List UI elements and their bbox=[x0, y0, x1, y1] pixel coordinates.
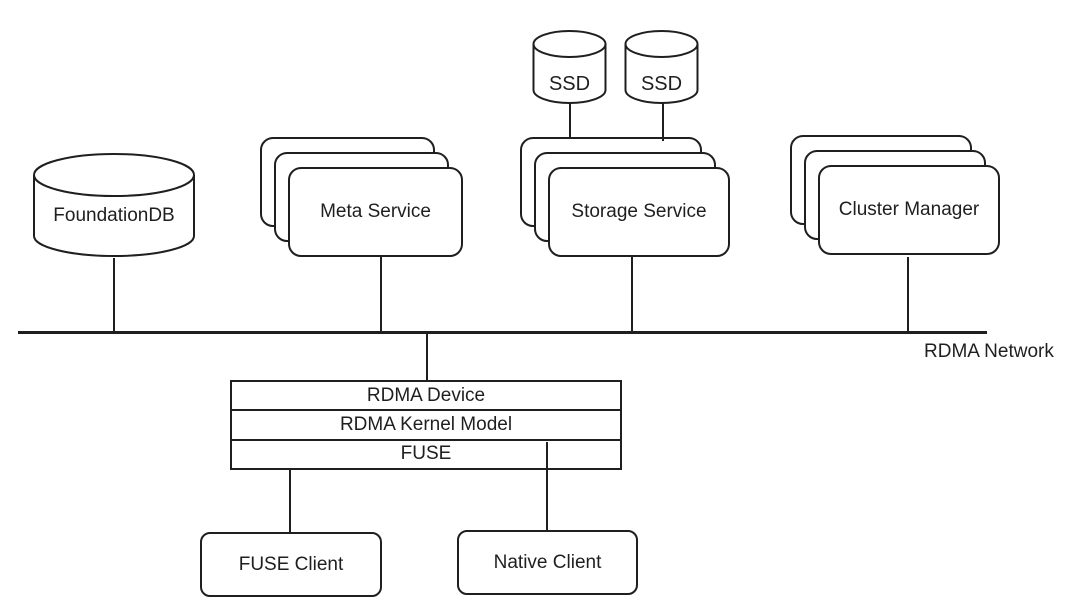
connector-foundationdb-network bbox=[113, 258, 115, 332]
fuse-label: FUSE bbox=[400, 443, 452, 465]
native-client-label: Native Client bbox=[493, 551, 602, 573]
ssd-cylinder-icon bbox=[532, 30, 607, 104]
connector-fuse-fuse-client bbox=[289, 470, 291, 532]
connector-kernel-native-client bbox=[546, 442, 548, 530]
storage-service-label: Storage Service bbox=[571, 201, 707, 222]
foundationdb-node: FoundationDB bbox=[32, 152, 196, 258]
stack-layer-front: Cluster Manager bbox=[818, 165, 1000, 255]
meta-service-node: Meta Service bbox=[260, 137, 472, 259]
cluster-manager-node: Cluster Manager bbox=[790, 135, 1002, 257]
cluster-manager-label: Cluster Manager bbox=[838, 199, 980, 220]
rdma-device-label: RDMA Device bbox=[366, 384, 486, 406]
fuse-row: FUSE bbox=[232, 438, 620, 468]
rdma-network-line bbox=[18, 331, 987, 334]
connector-storage-service-network bbox=[631, 257, 633, 332]
rdma-network-label: RDMA Network bbox=[924, 341, 1054, 362]
rdma-kernel-model-label: RDMA Kernel Model bbox=[339, 413, 513, 435]
storage-service-node: Storage Service bbox=[520, 137, 732, 259]
fuse-client-node: FUSE Client bbox=[200, 532, 382, 597]
ssd-left-node: SSD bbox=[532, 30, 607, 105]
ssd-right-node: SSD bbox=[624, 30, 699, 105]
stack-layer-front: Storage Service bbox=[548, 167, 730, 257]
rdma-kernel-model-row: RDMA Kernel Model bbox=[232, 409, 620, 438]
connector-meta-service-network bbox=[380, 257, 382, 332]
connector-cluster-manager-network bbox=[907, 257, 909, 332]
host-stack-node: RDMA Device RDMA Kernel Model FUSE bbox=[230, 380, 622, 470]
connector-ssd-right-storage bbox=[662, 103, 664, 141]
connector-ssd-left-storage bbox=[569, 103, 571, 139]
database-cylinder-icon bbox=[33, 153, 195, 257]
ssd-cylinder-icon bbox=[624, 30, 699, 104]
stack-layer-front: Meta Service bbox=[288, 167, 463, 257]
rdma-device-row: RDMA Device bbox=[232, 382, 620, 409]
connector-network-host-stack bbox=[426, 333, 428, 380]
meta-service-label: Meta Service bbox=[320, 201, 431, 222]
native-client-node: Native Client bbox=[457, 530, 638, 595]
fuse-client-label: FUSE Client bbox=[238, 553, 344, 575]
